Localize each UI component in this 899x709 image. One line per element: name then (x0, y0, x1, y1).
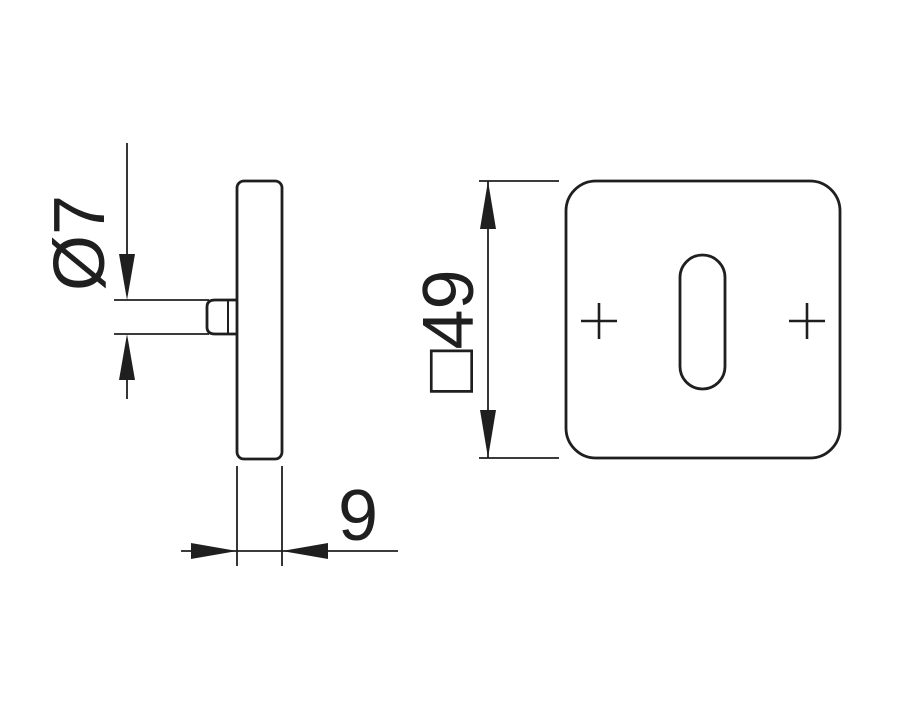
side-view (205, 179, 284, 461)
front-view (564, 179, 842, 460)
arrow-up-icon (480, 181, 496, 229)
pin-stub-outline (205, 298, 240, 336)
dimension-pin-diameter: Ø7 (40, 143, 209, 399)
arrow-right-icon (191, 543, 237, 559)
arrow-left-icon (282, 543, 328, 559)
arrow-down-icon (119, 254, 135, 300)
pin-diameter-label: Ø7 (40, 195, 120, 291)
keyhole-slot (678, 253, 727, 391)
arrow-down-icon (480, 410, 496, 458)
plate-thickness-label: 9 (338, 476, 378, 556)
left-cross-mark-icon (581, 303, 617, 339)
arrow-up-icon (119, 334, 135, 380)
plate-side-outline (235, 179, 284, 461)
dimension-plate-thickness: 9 (181, 466, 398, 566)
dimension-plate-size: □49 (409, 180, 559, 459)
right-cross-mark-icon (789, 303, 825, 339)
plate-size-label: □49 (409, 269, 489, 393)
